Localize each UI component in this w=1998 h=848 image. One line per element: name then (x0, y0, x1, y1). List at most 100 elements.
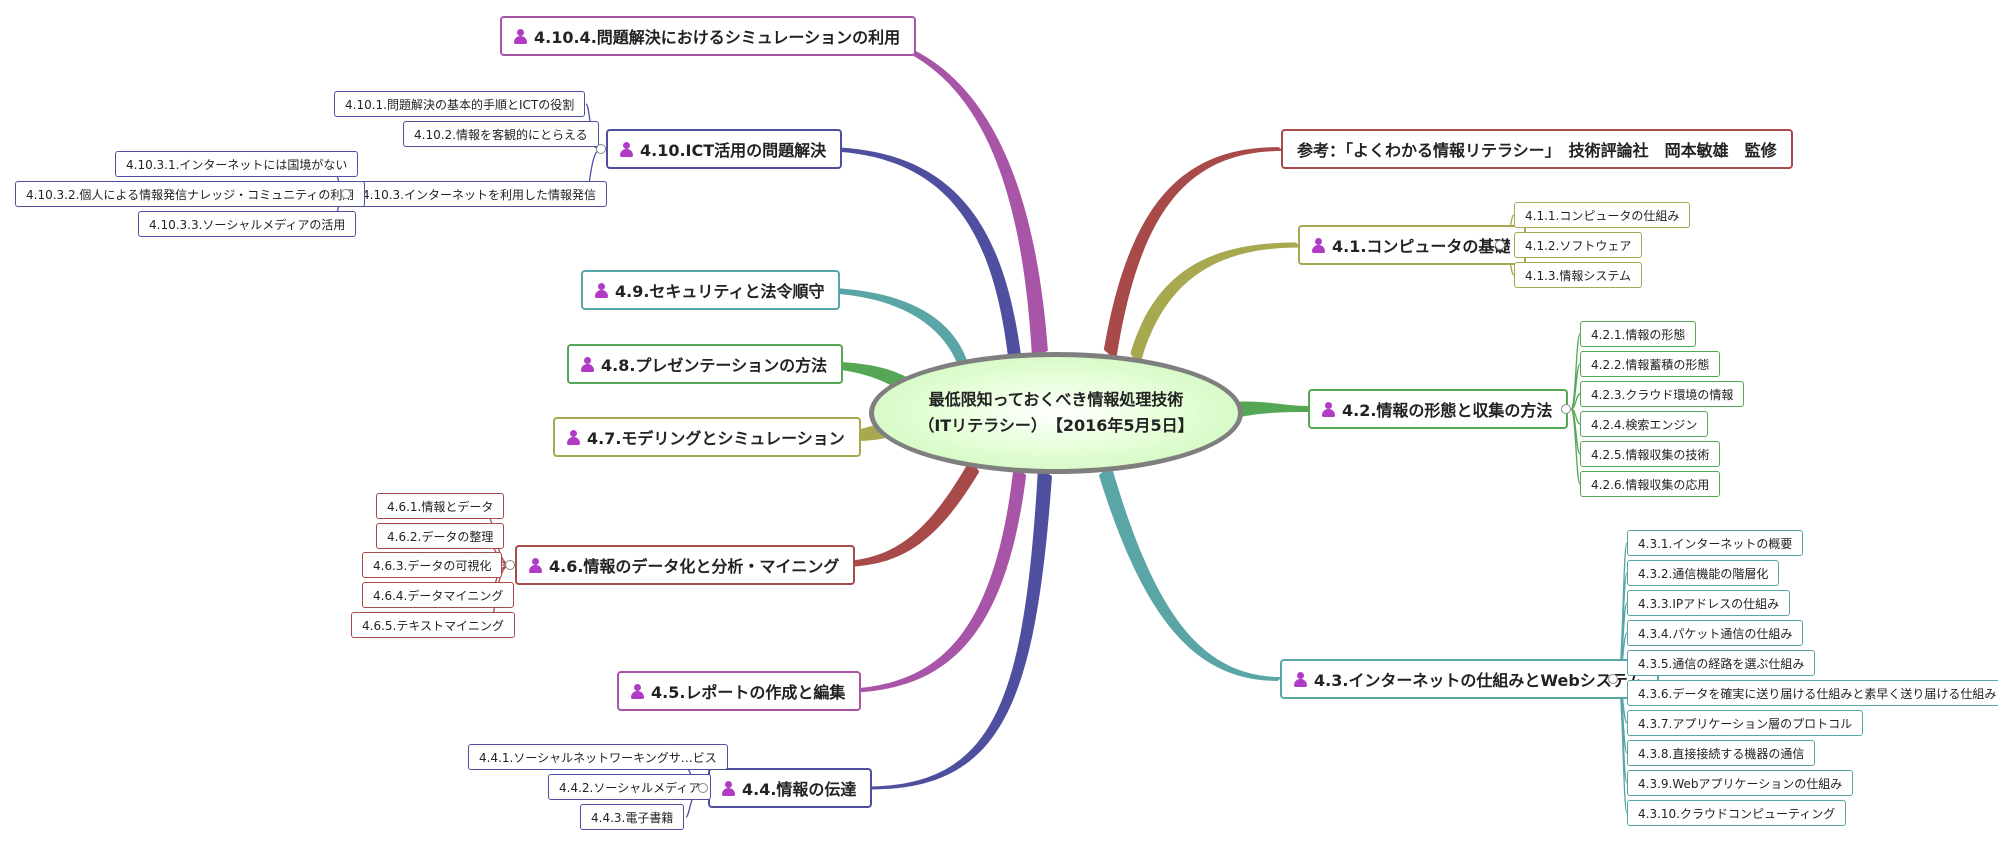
collapse-toggle[interactable] (698, 783, 708, 793)
topic-label: 4.6.情報のデータ化と分析・マイニング (549, 557, 840, 576)
subtopic-4-1-2[interactable]: 4.1.2.ソフトウェア (1514, 232, 1643, 258)
subtopic-label: 4.1.1.コンピュータの仕組み (1525, 208, 1680, 223)
subtopic-4-3-6[interactable]: 4.3.6.データを確実に送り届ける仕組みと素早く送り届ける仕組み (1627, 680, 1998, 706)
topic-label: 4.3.インターネットの仕組みとWebシステム (1314, 671, 1644, 690)
branch-4-1 (1130, 242, 1300, 367)
subtopic-4-3-10[interactable]: 4.3.10.クラウドコンピューティング (1627, 800, 1847, 826)
person-icon (567, 429, 580, 445)
collapse-toggle[interactable] (1561, 404, 1571, 414)
subtopic-4-2-5[interactable]: 4.2.5.情報収集の技術 (1580, 441, 1721, 467)
topic-label: 4.9.セキュリティと法令順守 (615, 282, 825, 301)
subtopic-label: 4.4.3.電子書籍 (591, 810, 674, 825)
subtopic-4-6-3[interactable]: 4.6.3.データの可視化 (362, 552, 503, 578)
subtopic-4-2-6[interactable]: 4.2.6.情報収集の応用 (1580, 471, 1721, 497)
subtopic-label: 4.3.4.パケット通信の仕組み (1638, 626, 1793, 641)
subtopic-4-6-5[interactable]: 4.6.5.テキストマイニング (351, 612, 515, 638)
subtopic-label: 4.6.2.データの整理 (387, 529, 494, 544)
topic-4-10[interactable]: 4.10.ICT活用の問題解決 (606, 129, 843, 169)
subtopic-4-3-7[interactable]: 4.3.7.アプリケーション層のプロトコル (1627, 710, 1864, 736)
subtopic-4-3-9[interactable]: 4.3.9.Webアプリケーションの仕組み (1627, 770, 1854, 796)
subtopic-4-3-1[interactable]: 4.3.1.インターネットの概要 (1627, 530, 1804, 556)
topic-4-8[interactable]: 4.8.プレゼンテーションの方法 (567, 344, 844, 384)
subtopic-4-1-3[interactable]: 4.1.3.情報システム (1514, 262, 1642, 288)
topic-4-1[interactable]: 4.1.コンピュータの基礎 (1298, 225, 1527, 265)
branch-4-10 (819, 146, 1021, 366)
subtopic-4-6-4[interactable]: 4.6.4.データマイニング (362, 582, 515, 608)
subtopic-4-2-3[interactable]: 4.2.3.クラウド環境の情報 (1580, 381, 1745, 407)
subtopic-label: 4.6.5.テキストマイニング (362, 618, 504, 633)
reference-label: 参考：「よくわかる情報リテラシー」 技術評論社 岡本敏雄 監修 (1297, 141, 1777, 160)
subtopic-4-2-4[interactable]: 4.2.4.検索エンジン (1580, 411, 1709, 437)
subtopic-4-2-2[interactable]: 4.2.2.情報蓄積の形態 (1580, 351, 1721, 377)
subtopic-4-6-2[interactable]: 4.6.2.データの整理 (376, 523, 505, 549)
topic-label: 4.1.コンピュータの基礎 (1332, 237, 1511, 256)
subtopic-label: 4.2.6.情報収集の応用 (1591, 477, 1710, 492)
person-icon (620, 141, 633, 157)
subtopic-4-3-5[interactable]: 4.3.5.通信の経路を選ぶ仕組み (1627, 650, 1816, 676)
subtopic-label: 4.1.3.情報システム (1525, 268, 1631, 283)
collapse-toggle[interactable] (505, 560, 515, 570)
topic-4-7[interactable]: 4.7.モデリングとシミュレーション (553, 417, 861, 457)
branch-4-5 (835, 464, 1027, 693)
topic-label: 4.5.レポートの作成と編集 (651, 683, 846, 702)
subtopic-label: 4.10.3.3.ソーシャルメディアの活用 (149, 217, 346, 232)
person-icon (529, 557, 542, 573)
topic-4-5[interactable]: 4.5.レポートの作成と編集 (617, 671, 862, 711)
subtopic-label: 4.10.3.2.個人による情報発信ナレッジ・コミュニティの利用 (26, 187, 355, 202)
branch-4-9 (808, 287, 969, 377)
subtopic-label: 4.3.6.データを確実に送り届ける仕組みと素早く送り届ける仕組み (1638, 686, 1997, 701)
branch-4-4 (865, 468, 1052, 790)
central-topic-line2: （ITリテラシー） 【2016年5月5日】 (918, 416, 1194, 435)
subtopic-4-3-8[interactable]: 4.3.8.直接接続する機器の通信 (1627, 740, 1816, 766)
reference-note[interactable]: 参考：「よくわかる情報リテラシー」 技術評論社 岡本敏雄 監修 (1281, 129, 1793, 169)
subtopic-4-3-4[interactable]: 4.3.4.パケット通信の仕組み (1627, 620, 1804, 646)
subtopic-4-10-2[interactable]: 4.10.2.情報を客観的にとらえる (403, 121, 599, 147)
topic-4-3[interactable]: 4.3.インターネットの仕組みとWebシステム (1280, 659, 1660, 699)
subtopic-4-4-3[interactable]: 4.4.3.電子書籍 (580, 804, 685, 830)
collapse-toggle[interactable] (596, 144, 606, 154)
person-icon (631, 683, 644, 699)
subtopic-4-10-3-2[interactable]: 4.10.3.2.個人による情報発信ナレッジ・コミュニティの利用 (15, 181, 366, 207)
subtopic-label: 4.3.10.クラウドコンピューティング (1638, 806, 1836, 821)
subtopic-4-10-3[interactable]: 4.10.3.インターネットを利用した情報発信 (351, 181, 607, 207)
person-icon (581, 356, 594, 372)
topic-4-4[interactable]: 4.4.情報の伝達 (708, 768, 873, 808)
person-icon (1312, 237, 1325, 253)
collapse-toggle[interactable] (1495, 240, 1505, 250)
person-icon (1322, 401, 1335, 417)
subtopic-4-10-3-3[interactable]: 4.10.3.3.ソーシャルメディアの活用 (138, 211, 357, 237)
central-topic[interactable]: 最低限知っておくべき情報処理技術 （ITリテラシー） 【2016年5月5日】 (869, 352, 1243, 474)
subtopic-4-4-2[interactable]: 4.4.2.ソーシャルメディア (548, 774, 712, 800)
topic-4-9[interactable]: 4.9.セキュリティと法令順守 (581, 270, 841, 310)
central-topic-line1: 最低限知っておくべき情報処理技術 (928, 390, 1184, 409)
subtopic-label: 4.3.9.Webアプリケーションの仕組み (1638, 776, 1843, 791)
subtopic-label: 4.4.2.ソーシャルメディア (559, 780, 701, 795)
collapse-toggle[interactable] (1608, 674, 1618, 684)
subtopic-label: 4.3.2.通信機能の階層化 (1638, 566, 1769, 581)
collapse-toggle[interactable] (341, 189, 351, 199)
topic-4-10-4[interactable]: 4.10.4.問題解決におけるシミュレーションの利用 (500, 16, 917, 56)
subtopic-4-1-1[interactable]: 4.1.1.コンピュータの仕組み (1514, 202, 1691, 228)
subtopic-4-3-3[interactable]: 4.3.3.IPアドレスの仕組み (1627, 590, 1791, 616)
subtopic-4-6-1[interactable]: 4.6.1.情報とデータ (376, 493, 505, 519)
topic-4-6[interactable]: 4.6.情報のデータ化と分析・マイニング (515, 545, 856, 585)
subtopic-4-10-3-1[interactable]: 4.10.3.1.インターネットには国境がない (115, 151, 359, 177)
topic-label: 4.2.情報の形態と収集の方法 (1342, 401, 1553, 420)
person-icon (1294, 671, 1307, 687)
subtopic-4-2-1[interactable]: 4.2.1.情報の形態 (1580, 321, 1697, 347)
subtopic-label: 4.3.5.通信の経路を選ぶ仕組み (1638, 656, 1805, 671)
subtopic-label: 4.2.3.クラウド環境の情報 (1591, 387, 1734, 402)
topic-4-2[interactable]: 4.2.情報の形態と収集の方法 (1308, 389, 1569, 429)
subtopic-4-10-1[interactable]: 4.10.1.問題解決の基本的手順とICTの役割 (334, 91, 586, 117)
subtopic-4-4-1[interactable]: 4.4.1.ソーシャルネットワーキングサ…ビス (468, 744, 728, 770)
subtopic-label: 4.10.2.情報を客観的にとらえる (414, 127, 588, 142)
subtopic-label: 4.3.7.アプリケーション層のプロトコル (1638, 716, 1853, 731)
subtopic-4-3-2[interactable]: 4.3.2.通信機能の階層化 (1627, 560, 1780, 586)
subtopic-label: 4.2.4.検索エンジン (1591, 417, 1698, 432)
branch-4-6 (813, 458, 980, 568)
branch-4-3 (1098, 464, 1283, 681)
branch-4-8 (794, 361, 907, 393)
subtopic-label: 4.10.3.1.インターネットには国境がない (126, 157, 348, 172)
subtopic-label: 4.6.4.データマイニング (373, 588, 504, 603)
